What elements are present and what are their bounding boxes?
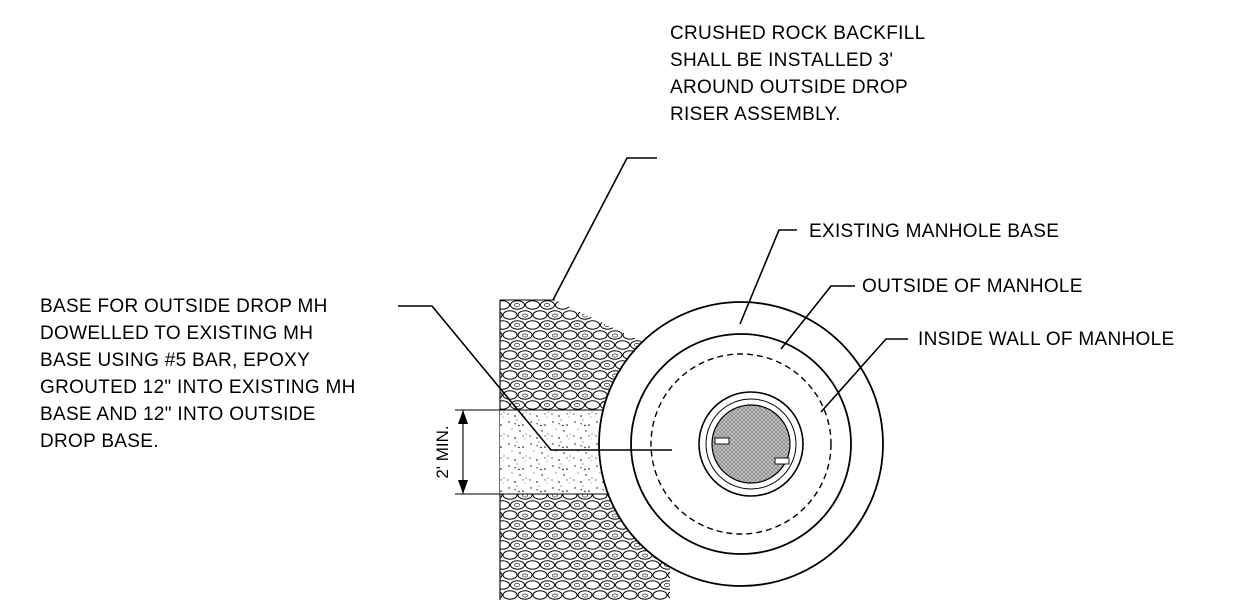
note-existing-manhole-base: EXISTING MANHOLE BASE bbox=[809, 221, 1059, 242]
note-crushed-rock-line: RISER ASSEMBLY. bbox=[670, 104, 841, 125]
note-crushed-rock-line: SHALL BE INSTALLED 3' bbox=[670, 50, 893, 71]
note-crushed-rock: CRUSHED ROCK BACKFILL SHALL BE INSTALLED… bbox=[670, 23, 925, 125]
leader-inside-wall bbox=[820, 338, 908, 413]
note-drop-base-line: GROUTED 12" INTO EXISTING MH bbox=[40, 377, 356, 398]
leader-existing-base bbox=[739, 229, 797, 325]
note-drop-base-line: DROP BASE. bbox=[40, 431, 159, 452]
cover-pick-hole-right-icon bbox=[774, 457, 790, 465]
note-drop-base-line: BASE USING #5 BAR, EPOXY bbox=[40, 350, 310, 371]
outside-of-manhole-circle bbox=[630, 333, 852, 555]
leader-lines bbox=[398, 157, 908, 451]
leader-crushed-rock bbox=[552, 157, 657, 301]
cover-pick-hole-left-icon bbox=[714, 437, 730, 445]
note-crushed-rock-line: CRUSHED ROCK BACKFILL bbox=[670, 23, 925, 44]
note-crushed-rock-line: AROUND OUTSIDE DROP bbox=[670, 77, 908, 98]
dimension-2ft: 2' MIN. bbox=[433, 409, 500, 495]
note-drop-base-line: BASE AND 12" INTO OUTSIDE bbox=[40, 404, 316, 425]
dimension-label: 2' MIN. bbox=[433, 425, 452, 478]
note-outside-of-manhole: OUTSIDE OF MANHOLE bbox=[862, 276, 1083, 297]
cover-rim-circle bbox=[705, 398, 797, 490]
note-drop-base: BASE FOR OUTSIDE DROP MH DOWELLED TO EXI… bbox=[40, 296, 356, 452]
existing-manhole bbox=[598, 301, 884, 587]
note-drop-base-line: BASE FOR OUTSIDE DROP MH bbox=[40, 296, 328, 317]
note-drop-base-line: DOWELLED TO EXISTING MH bbox=[40, 323, 313, 344]
inside-wall-circle bbox=[650, 353, 832, 535]
cover-frame-circle bbox=[698, 391, 804, 497]
note-inside-wall: INSIDE WALL OF MANHOLE bbox=[918, 329, 1174, 350]
leader-outside-manhole bbox=[780, 285, 855, 350]
manhole-cover-grate bbox=[711, 404, 791, 484]
leader-drop-base bbox=[398, 305, 672, 451]
